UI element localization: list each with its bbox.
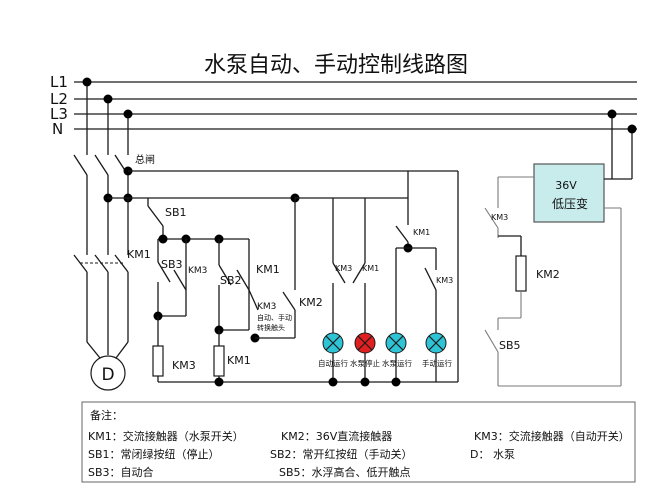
power-bus: L1 L2 L3 N bbox=[50, 73, 637, 138]
sb2-label: SB2 bbox=[220, 274, 242, 287]
km1-contact-small2-label: KM1 bbox=[413, 228, 430, 237]
transformer-label-name: 低压变 bbox=[552, 196, 588, 211]
km3-contact-c-label: KM3 bbox=[335, 264, 352, 273]
lamp-label-pump-run: 水泵运行 bbox=[382, 358, 412, 368]
legend-sb3: SB3：自动合 bbox=[88, 465, 154, 479]
float-circuit: 36V 低压变 KM3 KM2 SB5 bbox=[484, 109, 637, 387]
km3-coil-label: KM3 bbox=[172, 359, 196, 372]
legend-km3: KM3：交流接触器（自动开关） bbox=[474, 429, 630, 443]
legend-box: 备注： KM1：交流接触器（水泵开关） KM2：36V直流接触器 KM3：交流接… bbox=[81, 401, 636, 483]
sb5-label: SB5 bbox=[499, 339, 521, 352]
km2-coil-label: KM2 bbox=[536, 268, 560, 281]
pump-motor-label: D bbox=[101, 365, 114, 385]
indicator-lamps: 自动运行 水泵停止 水泵运行 手动运行 bbox=[318, 332, 452, 368]
km3-contact-b-label: KM3 bbox=[257, 302, 276, 312]
km1-hold-contact-label: KM1 bbox=[256, 263, 280, 276]
km3-coil bbox=[152, 345, 164, 377]
km1-main-contact-label: KM1 bbox=[127, 248, 151, 261]
km1-contact-small-label: KM1 bbox=[362, 264, 379, 273]
switchover-label-line2: 转换触头 bbox=[257, 323, 285, 332]
legend-d: D： 水泵 bbox=[470, 448, 515, 461]
pump-motor-symbol bbox=[90, 355, 126, 391]
legend-frame bbox=[81, 401, 636, 483]
transformer-label-voltage: 36V bbox=[555, 179, 577, 192]
legend-sb2: SB2：常开红按纽（手动关） bbox=[270, 447, 413, 461]
km3-contact-e-label: KM3 bbox=[491, 213, 508, 222]
legend-km2: KM2：36V直流接触器 bbox=[281, 429, 392, 443]
main-switch-group: 总闸 KM1 D bbox=[73, 77, 155, 391]
bus-label-n: N bbox=[52, 120, 63, 138]
main-switch-label: 总闸 bbox=[135, 153, 155, 166]
km1-coil bbox=[213, 345, 225, 377]
legend-km1: KM1：交流接触器（水泵开关） bbox=[88, 429, 244, 443]
sb3-label: SB3 bbox=[161, 258, 183, 271]
control-circuit: SB1 SB3 KM3 KM3 SB2 KM1 bbox=[108, 170, 459, 387]
km1-coil-label: KM1 bbox=[227, 354, 251, 367]
bus-label-l2: L2 bbox=[50, 90, 68, 108]
transformer-36v bbox=[533, 163, 605, 223]
km2-contact-label: KM2 bbox=[299, 296, 323, 309]
bus-label-l3: L3 bbox=[50, 105, 68, 123]
diagram-title: 水泵自动、手动控制线路图 bbox=[204, 53, 468, 78]
legend-sb5: SB5：水浮高合、低开触点 bbox=[279, 465, 411, 479]
km3-contact-a-label: KM3 bbox=[188, 266, 207, 276]
lamp-label-manual-run: 手动运行 bbox=[422, 358, 452, 368]
switchover-label-line1: 自动、手动 bbox=[257, 313, 292, 322]
legend-sb1: SB1：常闭绿按纽（停止） bbox=[88, 447, 220, 461]
km3-contact-d-label: KM3 bbox=[436, 276, 453, 285]
km2-coil bbox=[515, 255, 527, 292]
legend-heading: 备注： bbox=[90, 408, 123, 422]
sb1-label: SB1 bbox=[165, 206, 187, 219]
bus-label-l1: L1 bbox=[50, 73, 68, 91]
